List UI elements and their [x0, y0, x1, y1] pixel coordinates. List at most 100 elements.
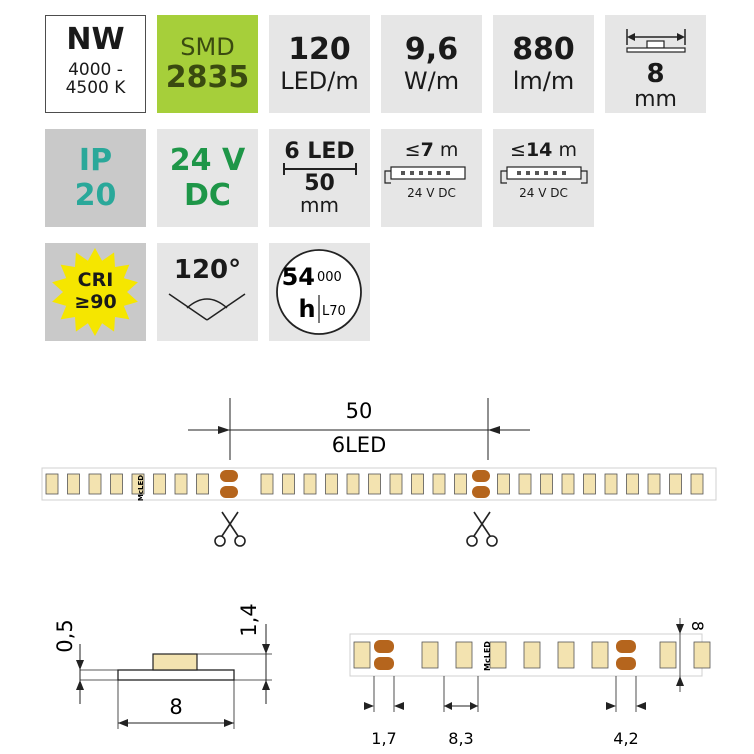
led-density-unit: LED/m — [280, 67, 359, 96]
led-chip-mark — [67, 473, 80, 495]
strip-detail-diagram: McLED 8 1,7 8,3 4,2 — [349, 618, 711, 748]
single-feed-length: ≤7 m — [404, 139, 459, 161]
power-value: 9,6 — [404, 31, 459, 67]
double-feed-value: 14 — [525, 139, 553, 161]
segment-leds-label: 6LED — [332, 433, 387, 457]
led-chip-mark — [455, 641, 473, 669]
double-feed-strip-icon — [500, 166, 588, 184]
color-range: 4000 - 4500 K — [65, 59, 126, 98]
segment-rule — [282, 162, 357, 175]
tile-color-temp: NW 4000 - 4500 K — [45, 15, 146, 113]
led-chip-mark — [591, 641, 609, 669]
width-label: 8 — [169, 695, 182, 719]
led-chip-mark — [88, 473, 102, 495]
tile-cut-segment: 6 LED 50 mm — [269, 129, 370, 227]
led-chip-mark — [518, 473, 532, 495]
strip-width-unit: mm — [634, 87, 677, 113]
strip-width-icon — [626, 29, 686, 53]
tile-beam-angle: 120° — [157, 243, 258, 341]
pad-width-label: 1,7 — [371, 729, 396, 748]
strip-brand-label: McLED — [137, 475, 145, 501]
double-feed-prefix: ≤ — [510, 139, 526, 161]
tile-cri: CRI ≥90 — [45, 243, 146, 341]
led-chip-mark — [497, 473, 510, 495]
led-chip-mark — [153, 473, 166, 495]
led-chip-mark — [647, 473, 661, 495]
tile-strip-width: 8 mm — [605, 15, 706, 113]
led-chip-mark — [561, 473, 575, 495]
led-chip-mark — [432, 473, 446, 495]
cross-section-diagram: 0,5 1,4 8 — [53, 603, 272, 729]
ip-value: 20 — [74, 178, 117, 213]
chip-family: SMD — [180, 32, 235, 61]
detail-brand-label: McLED — [483, 641, 492, 671]
voltage-value: 24 V — [169, 142, 246, 178]
led-chip-mark — [604, 473, 618, 495]
led-chip-mark — [368, 473, 381, 495]
single-feed-prefix: ≤ — [404, 139, 421, 161]
led-chip-mark — [131, 473, 145, 495]
led-chip-mark — [389, 473, 403, 495]
lumen-unit: lm/m — [512, 67, 575, 96]
beam-angle-icon — [168, 293, 246, 321]
led-chip-mark — [411, 473, 424, 495]
lifetime-suffix: 000 — [317, 270, 342, 285]
led-chip-mark — [489, 641, 507, 669]
height-base-label: 0,5 — [53, 619, 77, 652]
single-feed-label: 24 V DC — [407, 185, 456, 200]
cri-value: ≥90 — [74, 291, 117, 313]
led-density-value: 120 — [288, 31, 351, 67]
chip-code: 2835 — [165, 59, 250, 95]
led-chip-mark — [626, 473, 639, 495]
pitch-label: 8,3 — [448, 729, 473, 748]
led-chip-mark — [669, 473, 682, 495]
tile-single-feed: ≤7 m 24 V DC — [381, 129, 482, 227]
segment-unit: mm — [300, 192, 339, 217]
strip-top-diagram: 50 6LED McLED — [41, 398, 717, 547]
led-chip-mark — [659, 641, 677, 669]
tile-lifetime: 54 000 h L70 — [269, 243, 370, 341]
tile-power: 9,6 W/m — [381, 15, 482, 113]
ip-label: IP — [78, 142, 113, 178]
cri-label: CRI — [77, 269, 114, 292]
height-total-label: 1,4 — [237, 603, 261, 636]
segment-length: 50 — [304, 170, 335, 196]
strip-width-value: 8 — [646, 59, 665, 89]
beam-angle-value: 120° — [173, 255, 242, 285]
lifetime-label: L70 — [322, 304, 346, 319]
strip-pcb — [117, 669, 235, 681]
power-unit: W/m — [403, 67, 460, 96]
voltage-type: DC — [184, 178, 231, 213]
color-code: NW — [66, 22, 125, 58]
double-feed-label: 24 V DC — [519, 185, 568, 200]
tile-voltage: 24 V DC — [157, 129, 258, 227]
pad-gap-label: 4,2 — [613, 729, 638, 748]
led-chip-mark — [45, 473, 59, 495]
led-chip-mark — [693, 641, 711, 669]
tile-double-feed: ≤14 m 24 V DC — [493, 129, 594, 227]
single-feed-strip-icon — [384, 166, 466, 184]
lifetime-unit: h — [298, 295, 315, 323]
cri-star-icon — [52, 248, 138, 336]
led-chip-mark — [523, 641, 541, 669]
led-chip-mark — [421, 641, 439, 669]
double-feed-length: ≤14 m — [510, 139, 577, 161]
led-chip-mark — [583, 473, 596, 495]
side-width-label: 8 — [688, 621, 707, 631]
led-chip-mark — [110, 473, 123, 495]
scissors-icon — [214, 511, 246, 547]
tile-led-density: 120 LED/m — [269, 15, 370, 113]
led-chip-mark — [557, 641, 575, 669]
led-chip-mark — [346, 473, 360, 495]
led-chip-mark — [325, 473, 338, 495]
segment-leds: 6 LED — [284, 139, 355, 165]
tile-ip-rating: IP 20 — [45, 129, 146, 227]
led-chip-mark — [353, 641, 371, 669]
single-feed-value: 7 — [420, 139, 434, 161]
led-chip — [152, 653, 198, 671]
led-chip-mark — [196, 473, 209, 495]
led-chip-mark — [260, 473, 274, 495]
lumen-value: 880 — [512, 31, 575, 67]
single-feed-unit: m — [439, 139, 459, 161]
scissors-icon-2 — [466, 511, 498, 547]
